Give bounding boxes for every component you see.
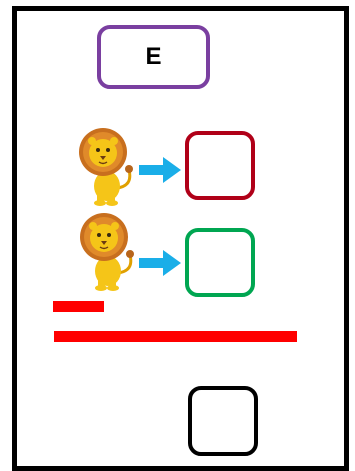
letter-label: E: [145, 43, 162, 70]
worksheet-frame: [12, 6, 349, 471]
answer-box-top[interactable]: [185, 131, 255, 200]
letter-label-box: E: [97, 25, 210, 89]
arrow-right-icon: [139, 250, 181, 276]
plus-bar: [53, 301, 104, 312]
sum-line: [54, 331, 297, 342]
lion-icon: [80, 213, 134, 291]
answer-box-bottom[interactable]: [185, 228, 255, 297]
answer-box-total[interactable]: [188, 386, 258, 456]
arrow-right-icon: [139, 157, 181, 183]
lion-icon: [79, 128, 133, 206]
